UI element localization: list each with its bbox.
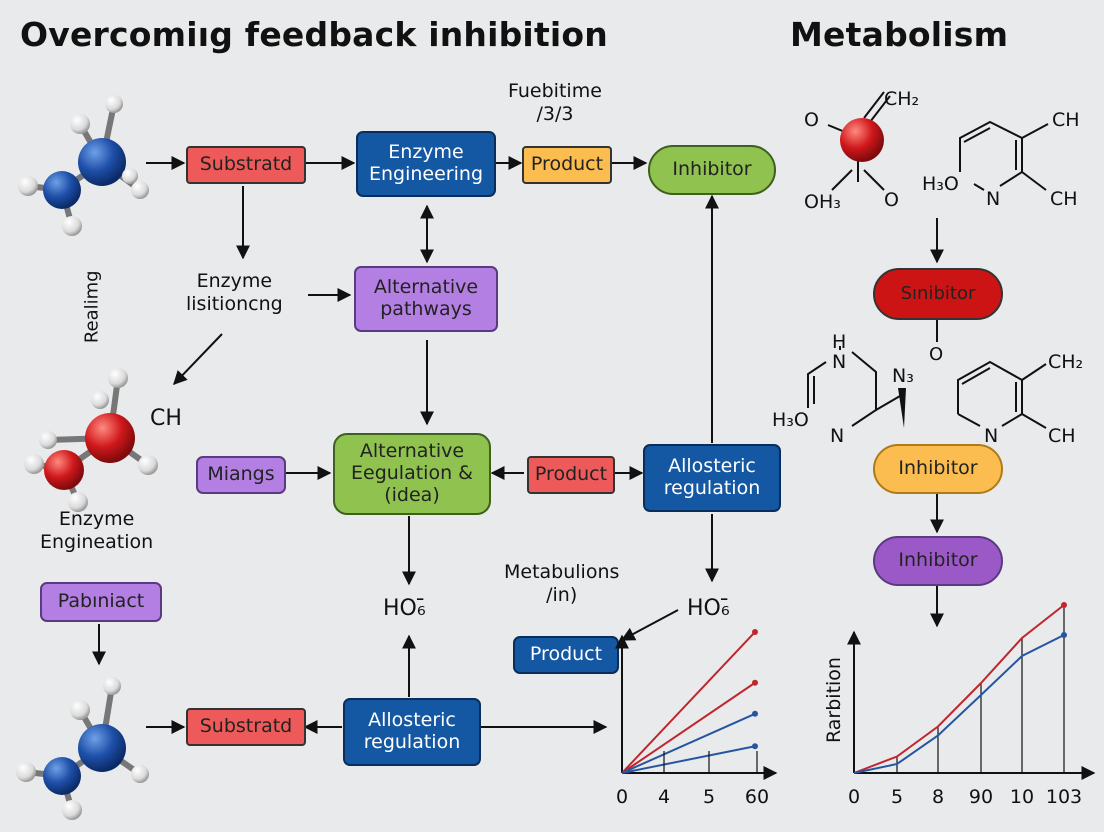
ho-left-label: HO₆̄ [383, 596, 426, 621]
svg-text:N: N [984, 425, 998, 447]
svg-text:OH₃: OH₃ [804, 191, 841, 213]
series-point-0 [1061, 602, 1067, 608]
o-label: O [929, 344, 944, 365]
allosteric-regulation-node: Allosteric regulation [643, 444, 781, 512]
product-chart-node: Product [513, 636, 619, 674]
enzyme-lisitioncng-label: Enzyme lisitioncng [186, 270, 283, 315]
svg-text:CH: CH [1048, 425, 1076, 447]
svg-text:N₃: N₃ [892, 365, 914, 387]
node-label: Alternative Eegulation & (idea) [351, 440, 473, 506]
svg-text:N: N [986, 188, 1000, 210]
series-line-0 [853, 604, 1065, 774]
series-point-2 [752, 710, 758, 717]
node-label: Product [530, 153, 604, 176]
alternative-regulation-node: Alternative Eegulation & (idea) [333, 433, 491, 515]
series-line-1 [853, 634, 1065, 774]
pabuniact-node: Pabıniact [40, 582, 162, 622]
molecule-red-ball-icon [840, 118, 884, 162]
node-label: Substratd [199, 153, 293, 176]
node-label: Miangs [207, 463, 275, 486]
series-line-2 [621, 712, 756, 774]
y-axis-label: Rarbition [823, 657, 845, 743]
node-label: Substratd [199, 715, 293, 738]
node-label: Product [534, 463, 608, 486]
svg-text:N: N [832, 351, 846, 373]
node-label: Inhibitor [672, 158, 752, 181]
node-label: Product [529, 643, 603, 666]
x-tick-label: 103 [1046, 786, 1082, 808]
svg-text:H: H [832, 331, 846, 353]
metabolism-title: Metabolism [790, 15, 1009, 54]
node-label: Enzyme Engineering [369, 141, 483, 185]
series-point-1 [1061, 632, 1067, 638]
inhibitor-orange-node: Inhibitor [873, 444, 1003, 494]
diagram-title: Overcomiıg feedback inhibition [20, 15, 608, 54]
node-label: Alternative pathways [373, 276, 479, 320]
fuebitime-label: Fuebitime /3/3 [508, 80, 602, 125]
substrate-node: Substratd [186, 146, 306, 184]
series-line-3 [621, 745, 756, 774]
shinbitor-node: Sınibitor [873, 268, 1003, 320]
product-mid-node: Product [527, 456, 615, 494]
series-line-0 [621, 631, 756, 774]
ho-right-label: HO₆̄ [687, 596, 730, 621]
x-tick-label: 5 [703, 786, 715, 808]
substrate-bottom-node: Substratd [186, 708, 306, 746]
product-node: Product [522, 146, 612, 184]
x-tick-label: 90 [969, 786, 993, 808]
x-tick-label: 4 [658, 786, 670, 808]
allosteric-bottom-node: Allosteric regulation [343, 698, 481, 766]
series-point-0 [752, 629, 758, 635]
node-label: Inhibitor [898, 457, 978, 480]
svg-text:H₃O: H₃O [772, 409, 809, 431]
node-label: Inhibitor [898, 549, 978, 572]
x-tick-label: 60 [745, 786, 769, 808]
node-label: Allosteric regulation [663, 455, 761, 499]
node-label: Pabıniact [57, 590, 145, 613]
series-line-1 [621, 681, 756, 774]
svg-text:N: N [830, 425, 844, 447]
svg-text:CH: CH [1052, 109, 1080, 131]
node-label: Sınibitor [900, 282, 976, 304]
miangs-node: Miangs [196, 456, 286, 494]
node-label: Allosteric regulation [363, 709, 461, 753]
ch-label: CH [150, 406, 182, 431]
svg-text:CH₂: CH₂ [1048, 351, 1083, 373]
inhibitor-node: Inhibitor [648, 145, 776, 195]
series-point-1 [752, 679, 758, 686]
x-tick-label: 10 [1010, 786, 1034, 808]
svg-text:H₃O: H₃O [922, 173, 959, 195]
x-tick-label: 0 [616, 786, 628, 808]
svg-text:O: O [804, 109, 819, 131]
metabulions-label: Metabulions /in) [504, 561, 620, 606]
enzyme-engineering-node: Enzyme Engineering [356, 131, 496, 197]
x-tick-label: 8 [932, 786, 944, 808]
inhibitor-purple-node: Inhibitor [873, 536, 1003, 586]
alternative-pathways-node: Alternative pathways [354, 266, 498, 332]
svg-text:CH₂: CH₂ [884, 88, 919, 110]
series-point-3 [752, 743, 758, 750]
svg-text:O: O [884, 189, 899, 211]
x-tick-label: 5 [891, 786, 903, 808]
enzyme-engineation-label: Enzyme Engineation [40, 508, 154, 553]
svg-text:CH: CH [1050, 188, 1078, 210]
x-tick-label: 0 [848, 786, 860, 808]
